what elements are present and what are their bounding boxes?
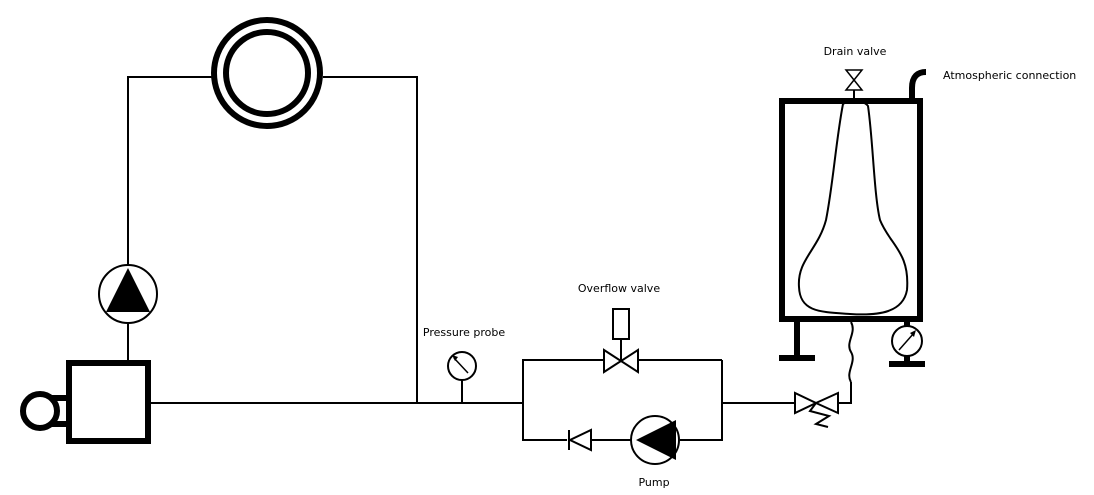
drain-valve: Drain valve — [824, 45, 887, 99]
pressure-probe-label: Pressure probe — [423, 326, 505, 339]
pump-label: Pump — [638, 476, 669, 489]
pump-triangle-left — [636, 420, 676, 460]
safety-valve — [794, 391, 839, 428]
check-valve — [567, 428, 592, 452]
vessel-membrane — [797, 100, 909, 316]
circulation-pump — [98, 264, 158, 324]
safety-valve-right — [813, 391, 839, 415]
boiler — [20, 360, 151, 444]
pump: Pump — [630, 415, 680, 489]
overflow-valve: Overflow valve — [578, 282, 660, 374]
atmospheric-connection-pipe — [909, 69, 927, 101]
pipe-bypass-right — [680, 360, 723, 441]
vessel-gauge-needle-tip — [910, 330, 916, 337]
atmospheric-connection-label: Atmospheric connection — [943, 69, 1076, 82]
pipe-to-vessel — [838, 382, 852, 404]
solenoid-valve-icon — [603, 348, 623, 374]
boiler-box-icon — [66, 360, 151, 444]
double-circle-inner — [223, 29, 311, 117]
overflow-valve-label: Overflow valve — [578, 282, 660, 295]
valve-icon — [844, 69, 864, 82]
drain-valve-label: Drain valve — [824, 45, 887, 58]
check-valve-icon — [567, 428, 592, 452]
gauge-needle — [453, 357, 469, 374]
overflow-valve-actuator — [612, 308, 630, 340]
double-circle-icon — [211, 17, 323, 129]
safety-valve-spring — [808, 402, 832, 428]
pipe-bypass-top — [522, 359, 604, 403]
pressure-probe: Pressure probe — [423, 326, 505, 381]
gauge-needle-tip — [452, 355, 458, 361]
heat-exchanger — [211, 17, 323, 129]
boiler-burner-icon — [20, 391, 60, 431]
pipe-top-loop-right — [323, 76, 418, 403]
expansion-vessel: Atmospheric connection — [779, 69, 1076, 367]
vessel-gauge-needle — [898, 332, 915, 351]
spring-valve-icon — [794, 391, 819, 415]
pipe-bypass-bottom-left — [522, 403, 567, 441]
expansion-vessel-icon — [779, 98, 923, 322]
drain-valve-lower — [844, 78, 864, 91]
pipe-wavy-connection — [848, 321, 854, 383]
overflow-valve-right — [619, 348, 639, 374]
pump-triangle — [106, 268, 150, 312]
pipe-network — [127, 76, 854, 441]
